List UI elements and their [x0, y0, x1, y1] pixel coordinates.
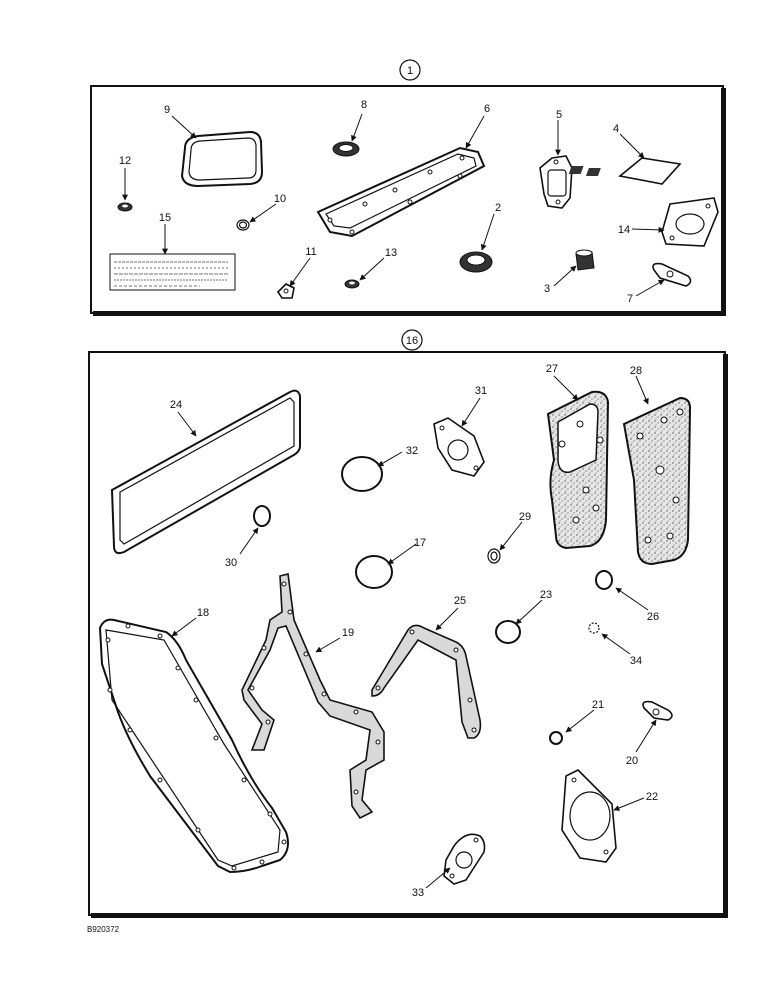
part-5-flange-gasket — [539, 155, 573, 209]
callout-32: 32 — [406, 445, 418, 457]
part-33-flange-gasket — [443, 833, 486, 885]
part-30-o-ring — [253, 505, 271, 527]
part-29-washer — [487, 548, 501, 564]
part-22-round-flange-gasket — [561, 769, 617, 863]
part-7-oval-gasket — [652, 262, 692, 287]
part-25-cover-gasket — [371, 624, 482, 739]
callout-31: 31 — [475, 385, 487, 397]
part-23-o-ring — [495, 620, 521, 644]
callout-4: 4 — [613, 123, 619, 135]
part-12-washer — [117, 202, 133, 212]
callout-11: 11 — [305, 246, 316, 258]
part-18-front-cover-gasket — [98, 618, 289, 874]
kit-16-panel — [88, 351, 728, 918]
part-10-o-ring — [236, 219, 250, 231]
callout-34: 34 — [630, 655, 642, 667]
callout-10: 10 — [274, 193, 286, 205]
callout-19: 19 — [342, 627, 354, 639]
callout-25: 25 — [454, 595, 466, 607]
callout-6: 6 — [484, 103, 490, 115]
part-3-plug — [575, 249, 595, 271]
callout-28: 28 — [630, 365, 642, 377]
callout-33: 33 — [412, 887, 424, 899]
callout-9: 9 — [164, 104, 170, 116]
part-15-instruction-sheet — [109, 253, 236, 291]
part-20-oval-gasket — [642, 700, 673, 721]
callout-20: 20 — [626, 755, 638, 767]
callout-14: 14 — [618, 224, 630, 236]
callout-2: 2 — [495, 202, 501, 214]
callout-3: 3 — [544, 283, 550, 295]
part-19-gear-housing-gasket — [241, 573, 385, 820]
part-27-oil-cooler-gasket — [546, 390, 610, 550]
callout-23: 23 — [540, 589, 552, 601]
callout-30: 30 — [225, 557, 237, 569]
callout-17: 17 — [414, 537, 426, 549]
part-28-cooler-cover-gasket — [622, 396, 692, 566]
callout-13: 13 — [385, 247, 397, 259]
kit-16-header: 16 — [401, 329, 423, 351]
callout-8: 8 — [361, 99, 367, 111]
part-2-crankshaft-seal — [459, 251, 493, 273]
kit-1-panel — [90, 85, 726, 316]
part-11-small-gasket — [276, 283, 295, 299]
part-24-oil-pan-seal — [110, 389, 301, 555]
kit-1-number: 1 — [407, 65, 413, 77]
part-21-o-ring — [549, 731, 563, 745]
kit-16-number: 16 — [406, 335, 418, 347]
kit-1-header: 1 — [399, 59, 421, 81]
part-14-flange-gasket — [661, 197, 719, 247]
callout-24: 24 — [170, 399, 182, 411]
callout-15: 15 — [159, 212, 171, 224]
callout-26: 26 — [647, 611, 659, 623]
callout-21: 21 — [592, 699, 604, 711]
part-17-o-ring — [355, 555, 393, 589]
drawing-id: B920372 — [87, 925, 120, 934]
part-8-oil-seal — [332, 141, 360, 157]
part-6-rocker-cover-gasket — [316, 146, 486, 238]
part-34-washer — [588, 622, 600, 634]
part-13-washer — [344, 279, 360, 289]
part-26-o-ring — [595, 570, 613, 590]
part-32-o-ring — [341, 456, 383, 492]
callout-18: 18 — [197, 607, 209, 619]
part-31-flange-gasket — [433, 417, 485, 477]
part-9-rectangular-seal — [180, 130, 264, 188]
callout-5: 5 — [556, 109, 562, 121]
callout-29: 29 — [519, 511, 531, 523]
callout-12: 12 — [119, 155, 131, 167]
callout-22: 22 — [646, 791, 658, 803]
callout-7: 7 — [627, 293, 633, 305]
callout-27: 27 — [546, 363, 558, 375]
part-4-exhaust-gasket — [568, 157, 682, 185]
